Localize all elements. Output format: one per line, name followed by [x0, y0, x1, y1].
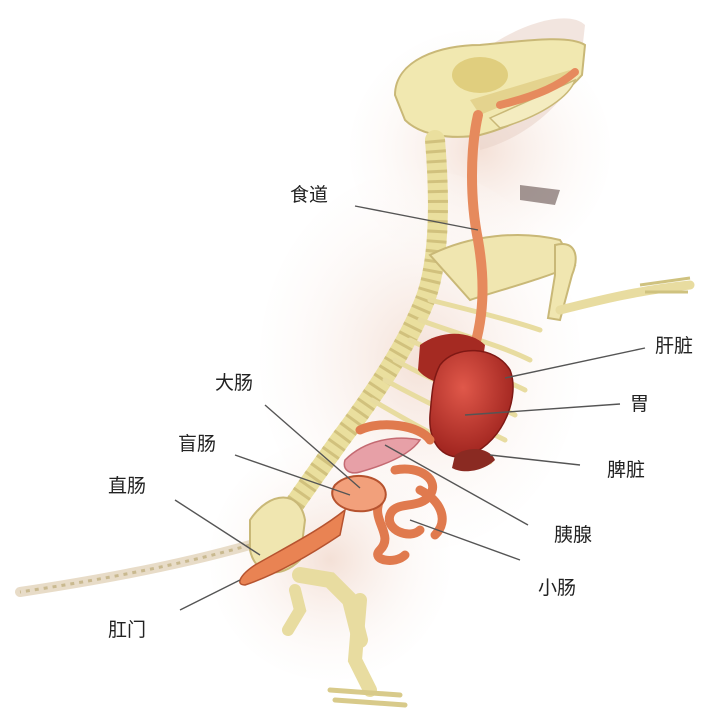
label-large-intestine: 大肠 [215, 374, 253, 393]
label-pancreas: 胰腺 [554, 526, 592, 545]
label-stomach: 胃 [630, 395, 649, 414]
label-esophagus: 食道 [290, 186, 328, 205]
label-liver: 肝脏 [655, 337, 693, 356]
label-small-intestine: 小肠 [538, 579, 576, 598]
label-anus: 肛门 [108, 621, 146, 640]
label-rectum: 直肠 [108, 477, 146, 496]
label-cecum: 盲肠 [178, 435, 216, 454]
label-spleen: 脾脏 [607, 461, 645, 480]
